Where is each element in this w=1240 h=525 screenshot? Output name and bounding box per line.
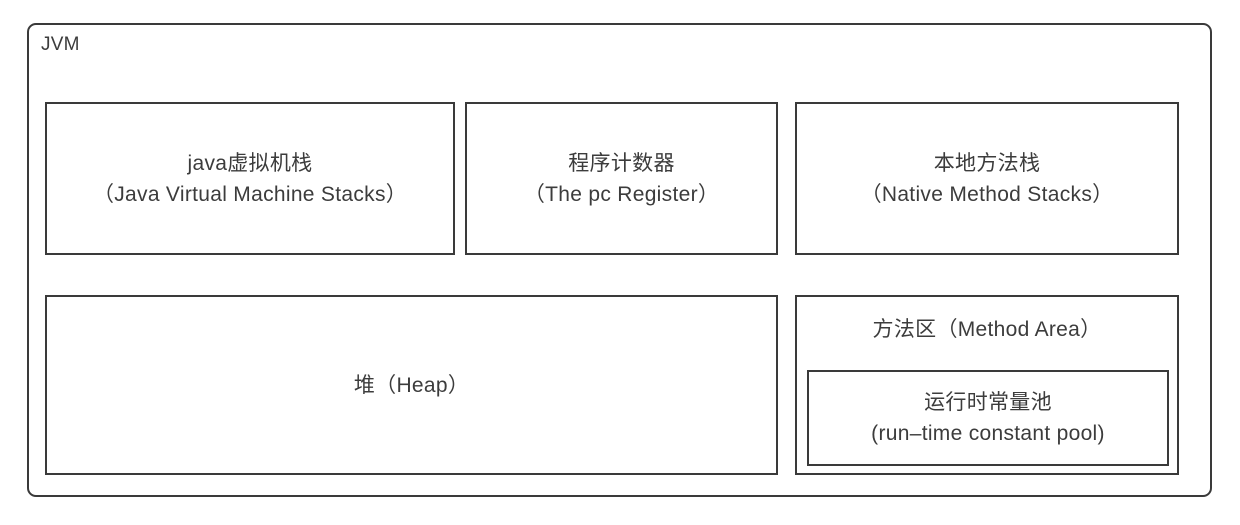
box-native-method-stacks: 本地方法栈 （Native Method Stacks） <box>795 102 1179 255</box>
box-pc-register-label-en: （The pc Register） <box>523 182 720 206</box>
box-java-virtual-machine-stacks: java虚拟机栈 （Java Virtual Machine Stacks） <box>45 102 455 255</box>
box-heap-label: 堆（Heap） <box>353 374 470 397</box>
box-runtime-constant-pool: 运行时常量池 (run–time constant pool) <box>807 370 1169 466</box>
box-jvm-stacks-label-en: （Java Virtual Machine Stacks） <box>92 182 408 206</box>
box-method-area: 方法区（Method Area） 运行时常量池 (run–time consta… <box>795 295 1179 475</box>
box-native-stacks-label-en: （Native Method Stacks） <box>860 182 1114 206</box>
box-constant-pool-label-en: (run–time constant pool) <box>871 422 1105 445</box>
box-heap: 堆（Heap） <box>45 295 778 475</box>
jvm-frame-label: JVM <box>41 34 80 55</box>
jvm-outer-frame: JVM java虚拟机栈 （Java Virtual Machine Stack… <box>27 23 1212 497</box>
box-the-pc-register: 程序计数器 （The pc Register） <box>465 102 778 255</box>
box-constant-pool-label-cn: 运行时常量池 <box>924 391 1052 414</box>
box-jvm-stacks-label-cn: java虚拟机栈 <box>187 151 313 175</box>
box-native-stacks-label-cn: 本地方法栈 <box>933 151 1041 175</box>
box-method-area-label: 方法区（Method Area） <box>872 318 1102 341</box>
box-pc-register-label-cn: 程序计数器 <box>568 151 675 175</box>
